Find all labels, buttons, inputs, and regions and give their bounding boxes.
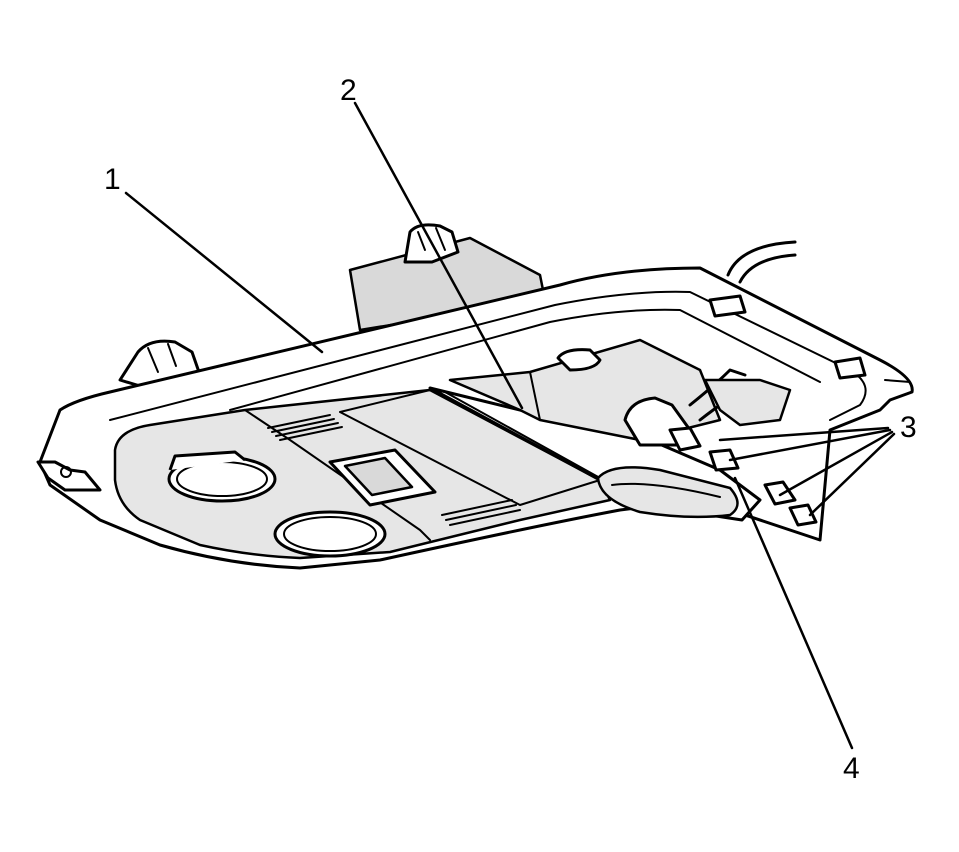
- leader-4: [733, 476, 854, 750]
- leader-3b: [728, 428, 892, 462]
- leader-3c: [778, 430, 894, 497]
- reading-lamp-left: [167, 450, 277, 503]
- leader-3d: [808, 432, 896, 517]
- reading-lamp-right: [273, 510, 387, 558]
- leader-lines: [124, 101, 896, 750]
- lamp-panel: [113, 388, 612, 560]
- retaining-tabs: [668, 426, 818, 527]
- leader-2: [353, 101, 524, 410]
- callout-4: 4: [843, 752, 860, 785]
- frame-mounting-tab: [36, 460, 102, 492]
- dome-lamp-lens: [428, 386, 762, 522]
- frame-slots: [708, 294, 911, 383]
- callout-3: 3: [900, 411, 917, 444]
- leader-1: [124, 191, 324, 354]
- wiring-harness: [726, 240, 797, 284]
- callout-1: 1: [104, 163, 121, 196]
- callout-2: 2: [340, 74, 357, 107]
- leader-3a: [718, 426, 890, 442]
